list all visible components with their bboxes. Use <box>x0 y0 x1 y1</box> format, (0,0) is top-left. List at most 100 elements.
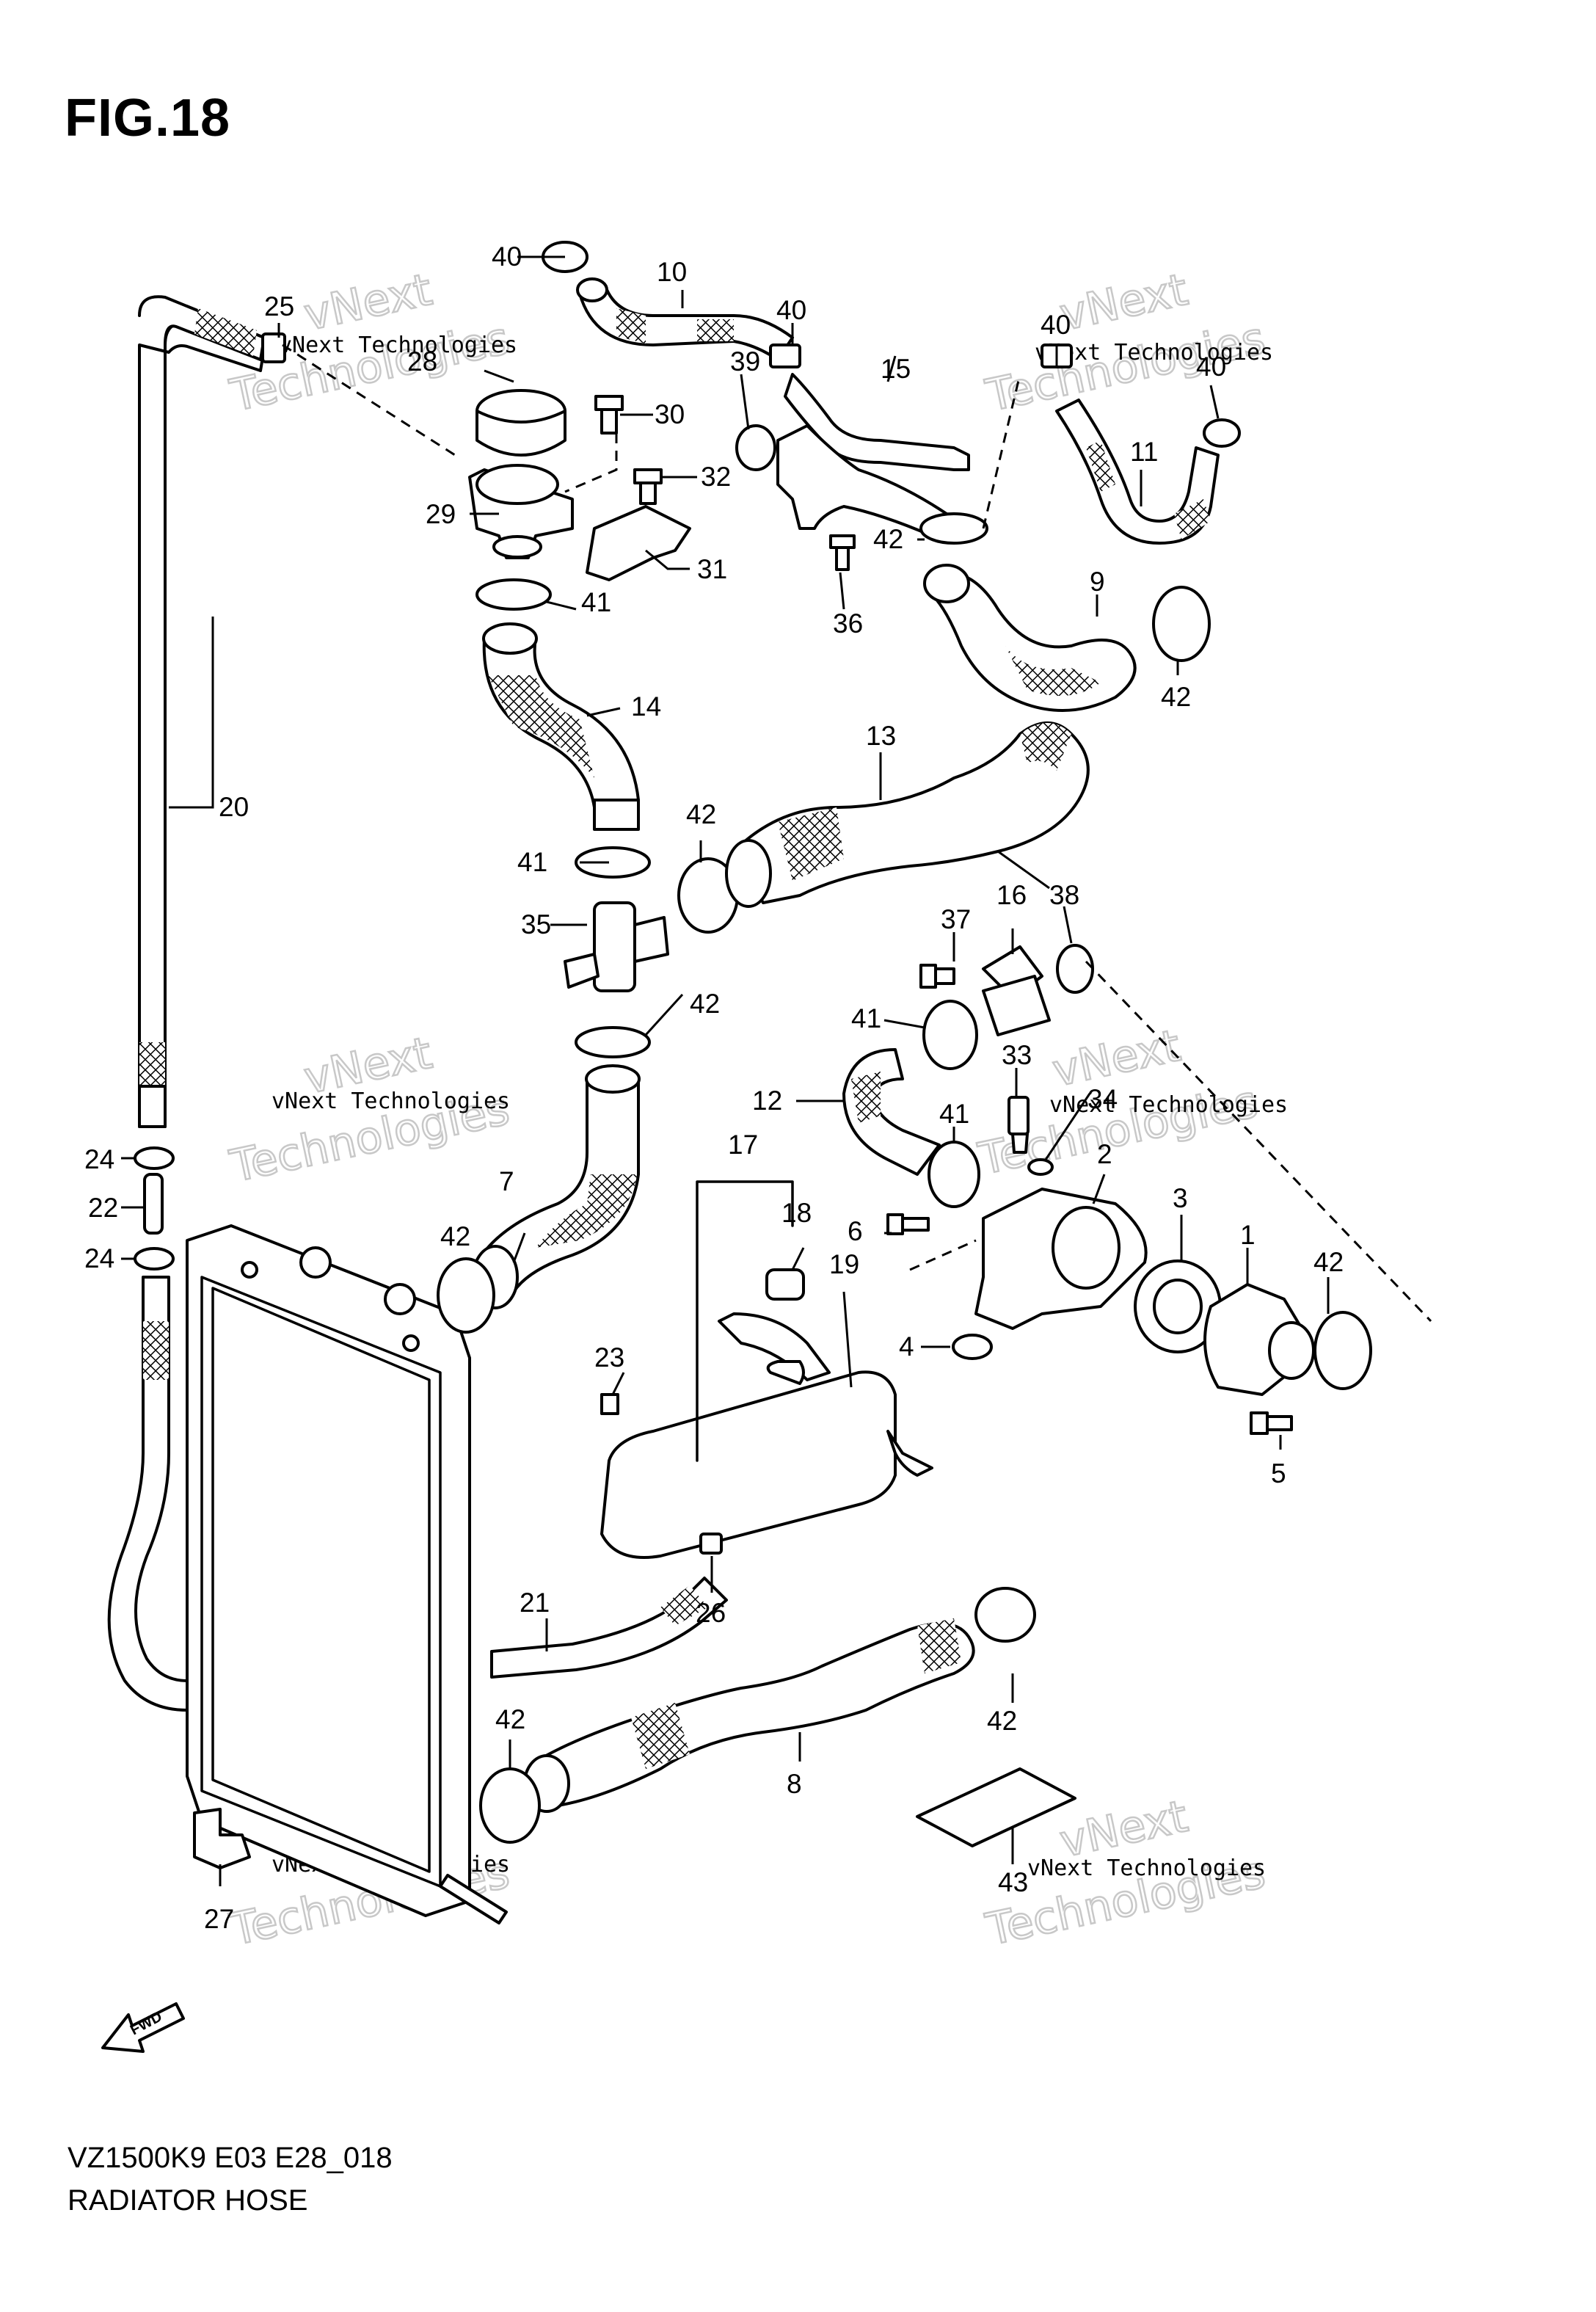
label-part-11: 11 <box>1130 437 1158 467</box>
label-part-42-c: 42 <box>440 1221 470 1251</box>
part-17-bracket-lead <box>696 1180 794 1462</box>
model-code: VZ1500K9 E03 E28_018 <box>68 2142 393 2174</box>
label-part-40-a: 40 <box>492 241 522 272</box>
part-31-bracket <box>586 505 691 581</box>
part-21-hose <box>490 1577 728 1679</box>
part-27-bracket <box>193 1808 251 1869</box>
part-20-hose <box>138 295 266 1128</box>
part-23-bolt <box>600 1393 619 1415</box>
part-43-label-plate <box>916 1767 1076 1847</box>
part-18-cap <box>765 1268 805 1301</box>
label-part-17: 17 <box>728 1130 758 1160</box>
part-24-clamp-lower <box>134 1247 175 1270</box>
part-39-oring <box>735 424 776 471</box>
label-part-14: 14 <box>631 691 661 721</box>
part-9-hose <box>923 564 1137 712</box>
label-part-13: 13 <box>866 721 896 751</box>
label-part-30: 30 <box>655 399 685 429</box>
label-part-19: 19 <box>829 1249 859 1279</box>
label-part-4: 4 <box>899 1331 914 1362</box>
part-41-clamp-b <box>575 846 651 879</box>
label-part-1: 1 <box>1240 1220 1256 1250</box>
label-part-8: 8 <box>787 1769 802 1799</box>
part-40-clamp-b <box>769 343 801 368</box>
label-part-29: 29 <box>426 499 456 529</box>
part-2-housing <box>974 1188 1148 1330</box>
part-29-filler-neck <box>468 464 574 559</box>
label-part-42-g: 42 <box>495 1704 525 1734</box>
part-3-thermostat <box>1134 1259 1222 1353</box>
part-22-joint <box>143 1173 164 1235</box>
watermark-top-right: Technologies vNext vNext Technologies <box>980 263 1273 423</box>
label-part-39: 39 <box>730 346 760 377</box>
label-part-37: 37 <box>941 904 971 934</box>
label-part-34: 34 <box>1087 1084 1118 1114</box>
label-part-33: 33 <box>1002 1040 1032 1070</box>
lower-left-hose <box>107 1276 189 1712</box>
label-part-40-d: 40 <box>1196 352 1226 382</box>
label-part-41-a: 41 <box>581 587 611 617</box>
label-part-6: 6 <box>848 1216 863 1246</box>
label-part-7: 7 <box>499 1166 514 1196</box>
part-40-clamp-d <box>1203 418 1241 448</box>
label-part-27: 27 <box>204 1904 234 1934</box>
fwd-arrow: FWD <box>101 2002 185 2053</box>
part-11-hose <box>1055 399 1220 545</box>
part-42-clamp-f <box>1313 1311 1372 1390</box>
part-41-clamp-a <box>475 578 552 611</box>
label-part-42-e: 42 <box>1161 682 1191 712</box>
label-part-41-d: 41 <box>939 1099 969 1129</box>
label-part-25: 25 <box>264 291 294 321</box>
label-part-15: 15 <box>881 354 911 384</box>
svg-text:vNext Technologies: vNext Technologies <box>1049 1092 1288 1118</box>
part-12-hose <box>842 1048 941 1176</box>
label-part-40-b: 40 <box>776 295 806 325</box>
svg-text:vNext Technologies: vNext Technologies <box>1027 1855 1266 1881</box>
part-4-oring <box>952 1334 993 1360</box>
figure-title: FIG.18 <box>65 89 231 148</box>
label-part-24-lower: 24 <box>84 1243 114 1273</box>
part-38-oring <box>1056 944 1094 994</box>
part-28-cap <box>475 389 566 457</box>
part-14-hose <box>482 622 640 831</box>
label-part-42-a: 42 <box>690 989 720 1019</box>
label-part-36: 36 <box>833 608 863 639</box>
part-30-bolt <box>594 395 624 435</box>
label-part-40-c: 40 <box>1041 310 1071 340</box>
part-25-clamp <box>261 332 286 363</box>
label-part-9: 9 <box>1090 567 1105 597</box>
svg-text:vNext: vNext <box>300 264 437 341</box>
label-part-5: 5 <box>1271 1458 1286 1488</box>
part-42-clamp-c <box>437 1257 495 1334</box>
label-part-12: 12 <box>752 1086 782 1116</box>
label-part-3: 3 <box>1173 1183 1188 1213</box>
part-32-bolt <box>633 468 663 505</box>
label-part-32: 32 <box>701 462 731 492</box>
part-37-bolt <box>919 964 955 989</box>
svg-text:Technologies: Technologies <box>982 313 1270 422</box>
label-part-10: 10 <box>657 257 687 287</box>
part-6-bolt <box>886 1213 930 1235</box>
part-33-sensor <box>1007 1096 1030 1154</box>
part-5-bolt <box>1250 1411 1293 1435</box>
part-16-fitting <box>982 945 1051 1036</box>
svg-text:vNext: vNext <box>1056 264 1192 341</box>
part-42-clamp-a <box>575 1026 651 1058</box>
part-41-clamp-d <box>928 1141 980 1208</box>
part-1-cover <box>1203 1283 1315 1396</box>
part-8-hose <box>523 1618 975 1813</box>
label-part-23: 23 <box>594 1342 624 1373</box>
label-part-42-b: 42 <box>686 799 716 829</box>
label-part-20: 20 <box>219 792 249 822</box>
radiator <box>186 1224 508 1924</box>
label-part-22: 22 <box>88 1193 118 1223</box>
label-part-42-d: 42 <box>873 524 903 554</box>
label-part-2: 2 <box>1097 1139 1112 1169</box>
part-36-bolt <box>829 534 856 571</box>
part-42-clamp-d <box>919 512 988 545</box>
svg-text:vNext Technologies: vNext Technologies <box>272 1088 510 1114</box>
label-part-35: 35 <box>521 909 551 939</box>
label-part-31: 31 <box>697 554 727 584</box>
svg-text:Technologies: Technologies <box>226 313 514 422</box>
